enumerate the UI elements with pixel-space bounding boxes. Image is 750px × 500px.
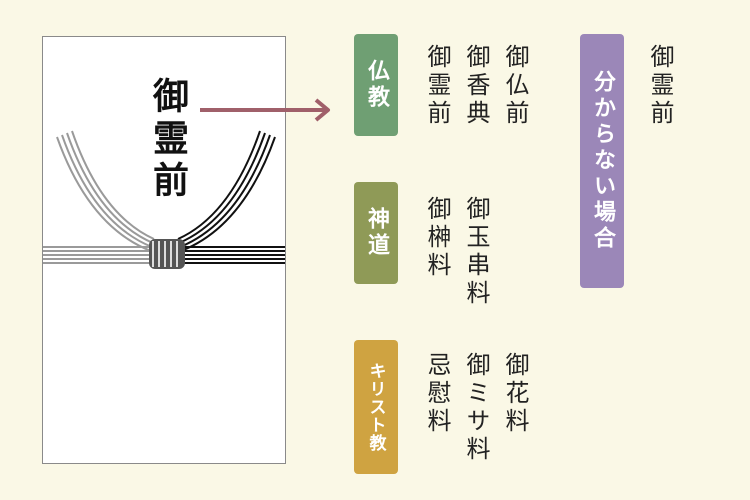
phrase-kouden: 御香典 [462, 44, 490, 128]
phrase-hanaryou: 御花料 [501, 352, 529, 436]
phrase-sakakiryou: 御榊料 [423, 196, 451, 280]
phrase-butsuzen: 御仏前 [501, 44, 529, 128]
category-badge-shinto: 神道 [354, 182, 398, 284]
mizuhiki-knot [149, 239, 185, 269]
phrase-reizen-buddhism: 御霊前 [423, 44, 451, 128]
category-badge-christian: キリスト教 [354, 340, 398, 474]
phrase-iryou: 忌慰料 [423, 352, 451, 436]
arrow-icon [200, 98, 330, 122]
mizuhiki-cord [43, 130, 285, 269]
phrase-misaryou: 御ミサ料 [462, 352, 490, 464]
envelope-title: 御霊前 [147, 77, 188, 203]
category-badge-buddhism: 仏教 [354, 34, 398, 136]
phrase-reizen-unknown: 御霊前 [646, 44, 674, 128]
phrase-tamagushiryou: 御玉串料 [462, 196, 490, 308]
category-badge-unknown: 分からない場合 [580, 34, 624, 288]
noshi-envelope: 御霊前 [42, 36, 286, 464]
